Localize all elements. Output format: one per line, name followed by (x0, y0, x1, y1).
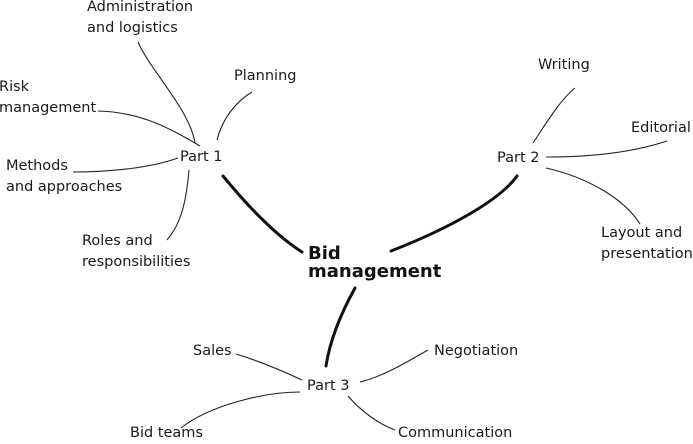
link-part2-layout (545, 167, 641, 225)
part1-child-planning: Planning (234, 68, 297, 84)
part2-child-layout: Layout and presentation (601, 225, 693, 262)
part1-node: Part 1 (180, 149, 223, 165)
branch-center-part1 (221, 174, 304, 254)
part2-child-writing: Writing (538, 57, 590, 73)
link-part2-writing (532, 87, 576, 144)
link-part3-sales (235, 353, 303, 381)
part3-child-negotiation: Negotiation (434, 343, 519, 359)
link-part1-planning (216, 91, 253, 141)
link-part1-roles (166, 169, 190, 241)
link-part2-editorial (545, 140, 668, 158)
branch-center-part2 (389, 174, 519, 253)
part1-child-risk: Risk management (0, 79, 97, 116)
center-node-label-line1: Bid (308, 243, 341, 264)
link-part1-methods (72, 157, 179, 173)
part3-child-sales: Sales (193, 343, 232, 359)
branch-center-part3 (324, 286, 357, 368)
link-part1-risk (97, 110, 201, 147)
part3-child-communication: Communication (398, 425, 513, 441)
link-part3-bidteams (180, 391, 301, 429)
part3-node: Part 3 (307, 378, 350, 394)
part2-child-editorial: Editorial (631, 120, 691, 136)
part1-child-administration: Administration and logistics (87, 0, 194, 36)
part1-child-methods: Methods and approaches (6, 158, 123, 195)
link-part3-negotiation (359, 349, 429, 383)
part3-child-bidteams: Bid teams (130, 425, 203, 441)
part2-node: Part 2 (497, 150, 540, 166)
center-node-label-line2: management (308, 261, 442, 282)
link-part1-administration (137, 41, 196, 144)
part1-child-roles: Roles and responsibilities (82, 233, 191, 270)
link-part3-communication (347, 395, 396, 431)
